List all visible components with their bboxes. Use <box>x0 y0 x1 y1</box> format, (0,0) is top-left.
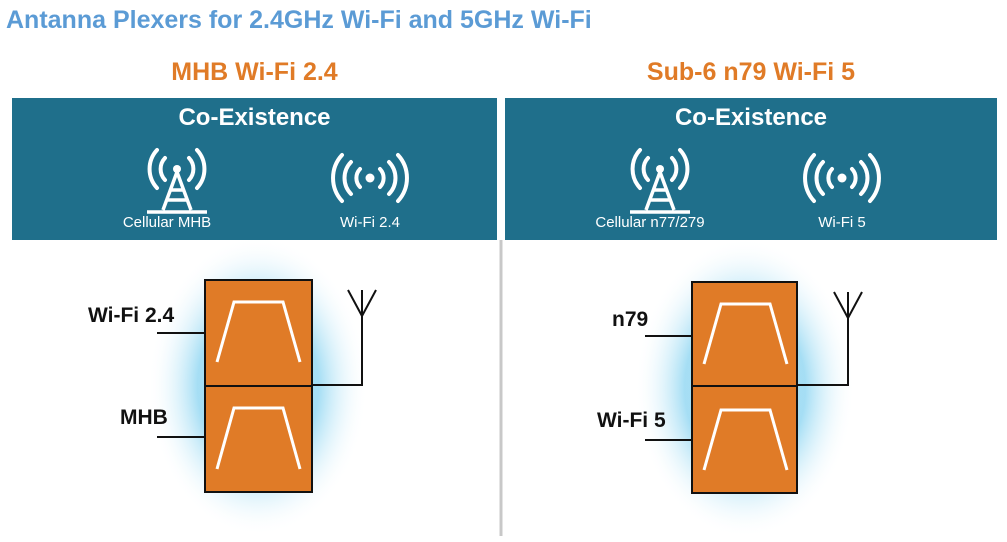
wifi-signal-icon <box>331 153 409 203</box>
bandpass-icon <box>215 300 302 363</box>
antenna-icon <box>347 289 377 319</box>
port-label-top: n79 <box>612 308 649 331</box>
icon-label: Cellular n77/279 <box>595 214 705 231</box>
filter-top <box>204 279 313 387</box>
port-label-bottom: Wi-Fi 5 <box>597 409 666 432</box>
icon-label: Cellular MHB <box>122 214 212 231</box>
wifi-signal-icon <box>803 153 881 203</box>
left-heading: MHB Wi-Fi 2.4 <box>171 58 338 86</box>
left-plexer <box>148 236 377 536</box>
page-title: Antanna Plexers for 2.4GHz Wi-Fi and 5GH… <box>6 6 592 34</box>
antenna-icon <box>833 291 863 321</box>
cell-tower-icon <box>628 148 692 214</box>
filter-bottom <box>691 385 798 494</box>
right-heading: Sub-6 n79 Wi-Fi 5 <box>646 58 856 86</box>
filter-bottom <box>204 385 313 493</box>
filter-top <box>691 281 798 387</box>
bandpass-icon <box>702 408 789 471</box>
port-label-top: Wi-Fi 2.4 <box>88 304 175 327</box>
right-plexer <box>635 238 863 538</box>
left-coexistence-banner: Co-Existence Cellular MHB Wi-Fi 2.4 <box>12 98 497 240</box>
port-label-bottom: MHB <box>120 406 168 429</box>
icon-label: Wi-Fi 2.4 <box>340 214 400 231</box>
icon-label: Wi-Fi 5 <box>818 214 866 231</box>
banner-title: Co-Existence <box>674 104 828 131</box>
right-coexistence-banner: Co-Existence Cellular n77/279 Wi-Fi 5 <box>505 98 997 240</box>
banner-title: Co-Existence <box>178 104 331 131</box>
bandpass-icon <box>702 302 789 365</box>
bandpass-icon <box>215 406 302 470</box>
cell-tower-icon <box>145 148 209 214</box>
